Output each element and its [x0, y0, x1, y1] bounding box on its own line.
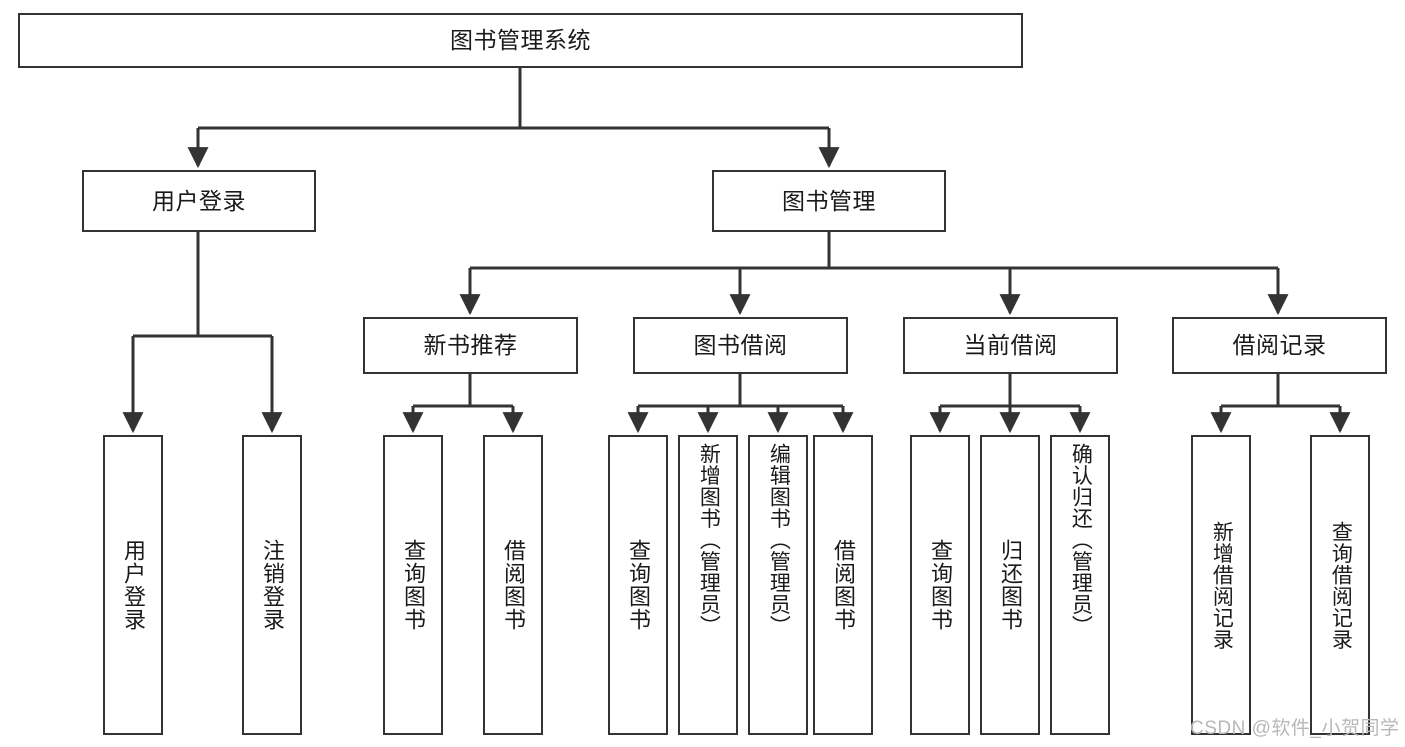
leaf-add-borrow-record-label: 新增借阅记录	[1210, 520, 1234, 650]
node-current-borrow-label: 当前借阅	[963, 332, 1058, 359]
leaf-query-borrow-record[interactable]: 查询借阅记录	[1310, 435, 1370, 735]
leaf-query-book-2-label: 查询图书	[625, 539, 651, 631]
leaf-confirm-return-label: 确认归还（管理员）	[1069, 443, 1093, 637]
leaf-query-book-1[interactable]: 查询图书	[383, 435, 443, 735]
node-book-management-label: 图书管理	[782, 187, 876, 214]
node-root[interactable]: 图书管理系统	[18, 13, 1023, 68]
leaf-add-book[interactable]: 新增图书（管理员）	[678, 435, 738, 735]
node-user-login[interactable]: 用户登录	[82, 170, 316, 232]
leaf-return-book[interactable]: 归还图书	[980, 435, 1040, 735]
leaf-add-book-label: 新增图书（管理员）	[697, 443, 721, 637]
leaf-user-login[interactable]: 用户登录	[103, 435, 163, 735]
node-user-login-label: 用户登录	[152, 187, 246, 214]
node-borrow-record[interactable]: 借阅记录	[1172, 317, 1387, 374]
leaf-confirm-return[interactable]: 确认归还（管理员）	[1050, 435, 1110, 735]
node-book-borrow[interactable]: 图书借阅	[633, 317, 848, 374]
node-root-label: 图书管理系统	[450, 27, 591, 54]
leaf-query-book-2[interactable]: 查询图书	[608, 435, 668, 735]
leaf-query-book-3-label: 查询图书	[927, 539, 953, 631]
leaf-user-login-label: 用户登录	[120, 539, 146, 631]
leaf-edit-book[interactable]: 编辑图书（管理员）	[748, 435, 808, 735]
leaf-add-borrow-record[interactable]: 新增借阅记录	[1191, 435, 1251, 735]
leaf-edit-book-label: 编辑图书（管理员）	[767, 443, 791, 637]
leaf-return-book-label: 归还图书	[997, 539, 1023, 631]
leaf-borrow-book-1[interactable]: 借阅图书	[483, 435, 543, 735]
leaf-query-book-1-label: 查询图书	[400, 539, 426, 631]
leaf-borrow-book-1-label: 借阅图书	[500, 539, 526, 631]
node-current-borrow[interactable]: 当前借阅	[903, 317, 1118, 374]
node-book-management[interactable]: 图书管理	[712, 170, 946, 232]
leaf-logout-login[interactable]: 注销登录	[242, 435, 302, 735]
node-borrow-record-label: 借阅记录	[1232, 332, 1327, 359]
leaf-query-book-3[interactable]: 查询图书	[910, 435, 970, 735]
leaf-borrow-book-2-label: 借阅图书	[830, 539, 856, 631]
leaf-borrow-book-2[interactable]: 借阅图书	[813, 435, 873, 735]
watermark: CSDN @软件_小贺同学	[1190, 718, 1400, 739]
leaf-logout-login-label: 注销登录	[259, 539, 285, 631]
leaf-query-borrow-record-label: 查询借阅记录	[1329, 520, 1353, 650]
node-new-book-recommend-label: 新书推荐	[423, 332, 518, 359]
node-new-book-recommend[interactable]: 新书推荐	[363, 317, 578, 374]
node-book-borrow-label: 图书借阅	[693, 332, 788, 359]
